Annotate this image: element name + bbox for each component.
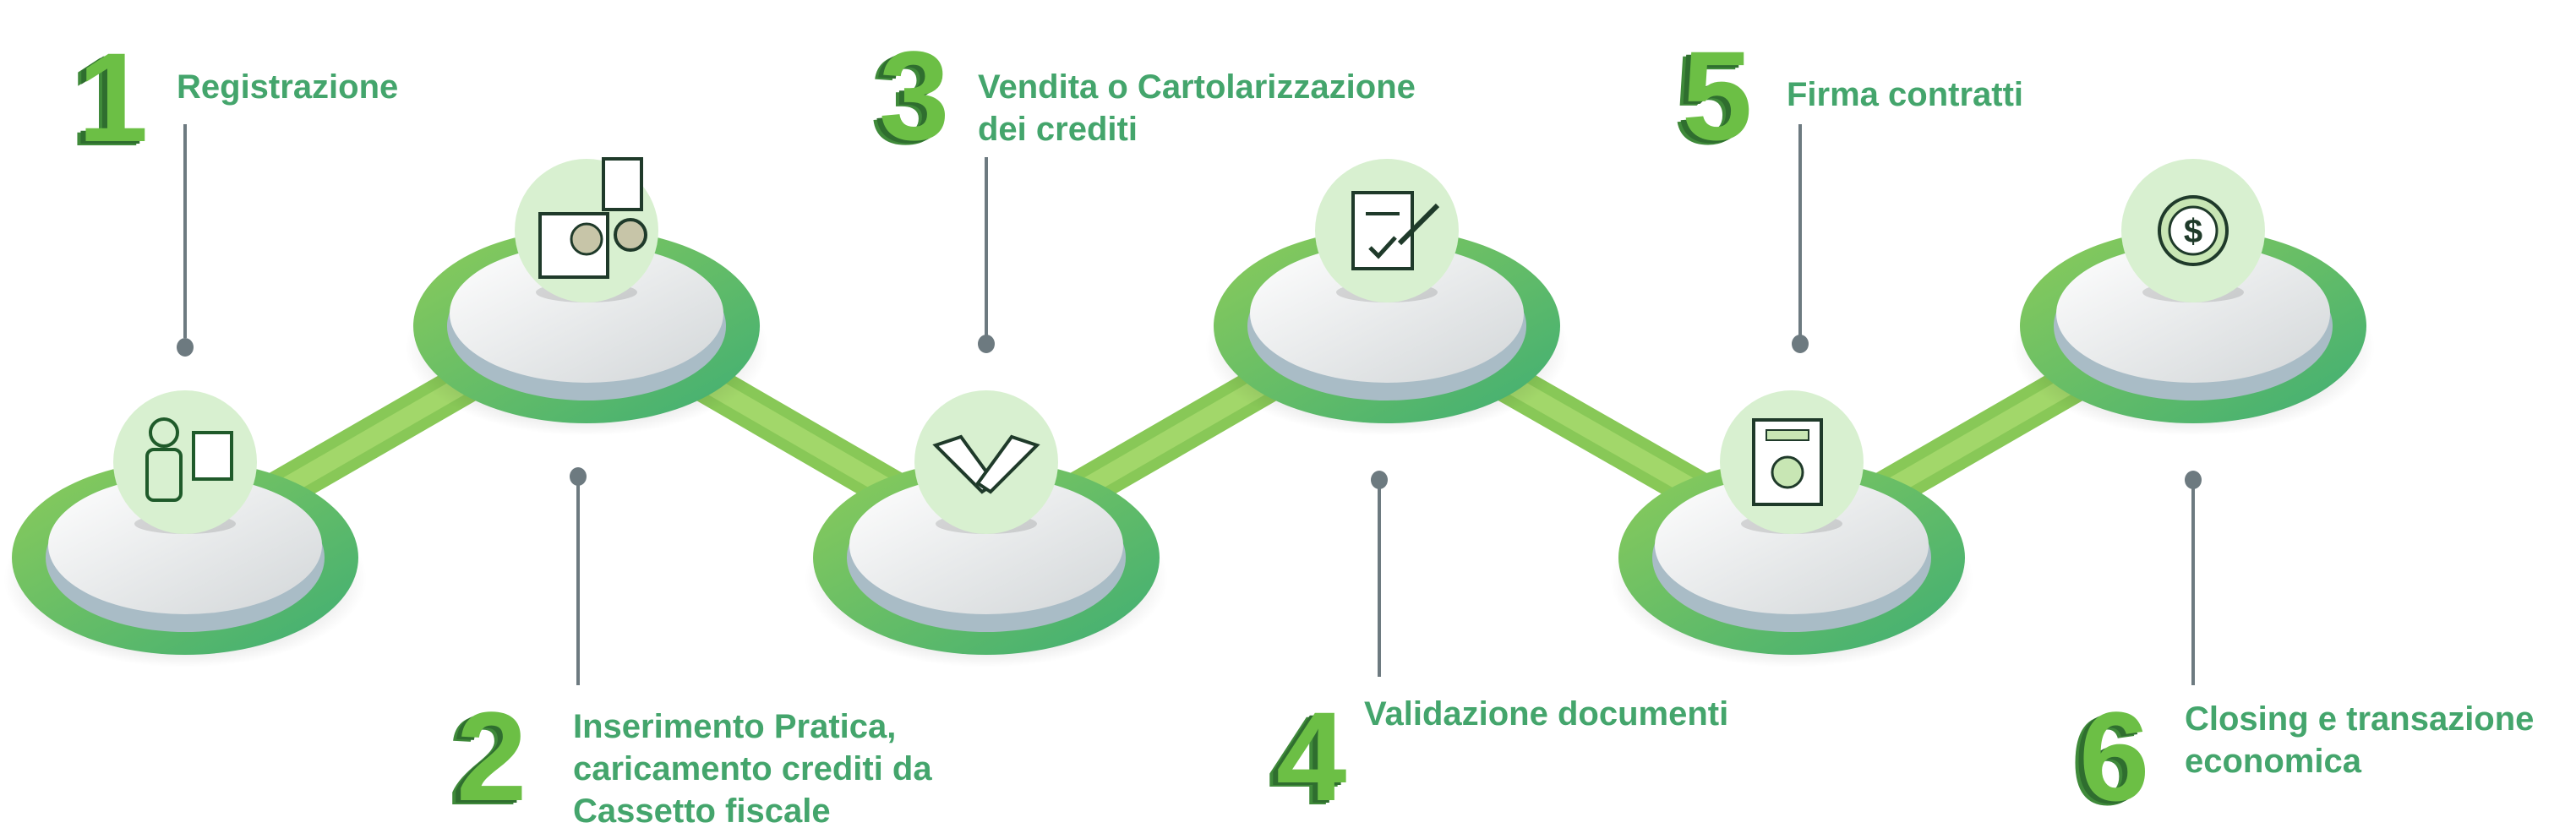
connector-dot — [1792, 335, 1809, 353]
step-number-6: 6 — [2079, 685, 2150, 827]
step-number-1: 1 — [78, 26, 149, 168]
platform-disc — [849, 476, 1123, 614]
connector-dot — [570, 467, 587, 486]
step-label: Vendita o Cartolarizzazione dei crediti — [978, 66, 1416, 150]
handshake-icon — [914, 390, 1058, 534]
connector-line — [1798, 124, 1802, 341]
step-label-line: dei crediti — [978, 111, 1138, 148]
step-label: Closing e transazione economica — [2185, 698, 2534, 782]
connector-line — [2191, 479, 2195, 685]
step-label-line: Vendita o Cartolarizzazione — [978, 68, 1416, 106]
step-label-line: Registrazione — [177, 68, 399, 106]
step-label-line: economica — [2185, 743, 2361, 780]
clipboard-check-icon — [1315, 159, 1459, 302]
step-label-line: Cassetto fiscale — [573, 793, 831, 830]
step-label: Firma contratti — [1787, 74, 2023, 116]
platform-disc — [2056, 244, 2330, 383]
svg-text:$: $ — [2184, 213, 2202, 250]
step-platform-2 — [405, 157, 768, 436]
platform-disc — [1250, 244, 1524, 383]
connector-dot — [177, 338, 194, 357]
connector-line — [985, 157, 988, 341]
step-label-line: Validazione documenti — [1364, 695, 1729, 733]
person-id-icon — [113, 390, 257, 534]
step-number-2: 2 — [456, 685, 527, 827]
connector-line — [576, 476, 580, 685]
step-label-line: Inserimento Pratica, — [573, 708, 897, 745]
step-label: Validazione documenti — [1364, 693, 1728, 735]
connector-line — [183, 124, 187, 338]
documents-calculator-icon — [515, 157, 658, 302]
step-label-line: Firma contratti — [1787, 76, 2024, 113]
step-number-5: 5 — [1682, 25, 1753, 166]
step-label: Inserimento Pratica, caricamento crediti … — [573, 706, 932, 832]
connector-dot — [2185, 471, 2202, 489]
step-platform-4 — [1205, 159, 1569, 436]
step-platform-6: $ — [2011, 159, 2375, 436]
platform-disc — [48, 476, 322, 614]
step-platform-5 — [1610, 390, 1973, 667]
step-number-3: 3 — [879, 25, 950, 166]
dollar-coin-icon: $ — [2121, 159, 2265, 302]
step-label-line: Closing e transazione — [2185, 700, 2535, 738]
platform-disc — [450, 244, 723, 383]
step-label: Registrazione — [177, 66, 398, 108]
step-platform-3 — [805, 390, 1168, 667]
platform-disc — [1655, 476, 1929, 614]
connector-dot — [1371, 471, 1388, 489]
step-platform-1 — [3, 390, 367, 667]
connector-line — [1378, 479, 1381, 677]
step-number-4: 4 — [1276, 685, 1347, 827]
certificate-icon — [1720, 390, 1864, 534]
step-label-line: caricamento crediti da — [573, 750, 932, 787]
connector-dot — [978, 335, 995, 353]
